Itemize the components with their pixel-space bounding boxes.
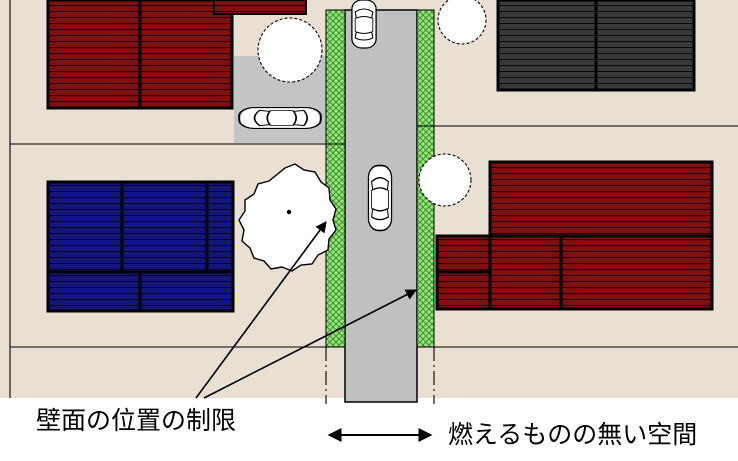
arrow-to-right-wall-limit	[203, 289, 417, 399]
car-icon	[238, 106, 322, 130]
house-red-right	[435, 160, 714, 311]
setback-strip-left	[325, 9, 346, 348]
house-blue	[46, 180, 235, 313]
house-gray-top-right	[496, 0, 696, 92]
arrow-to-left-wall-limit	[195, 221, 327, 399]
wall-position-restriction-label: 壁面の位置の制限	[36, 406, 237, 435]
lot-boundaries	[9, 0, 738, 398]
nonflammable-space-label: 燃えるものの無い空間	[448, 420, 698, 449]
tree-icon	[238, 163, 337, 272]
car-icon	[367, 164, 393, 232]
wall-limit-lines	[325, 347, 435, 404]
house-red-top-left	[46, 0, 307, 110]
car-icon	[351, 0, 377, 49]
leader-arrows	[195, 221, 417, 399]
tree-icon	[257, 0, 487, 207]
